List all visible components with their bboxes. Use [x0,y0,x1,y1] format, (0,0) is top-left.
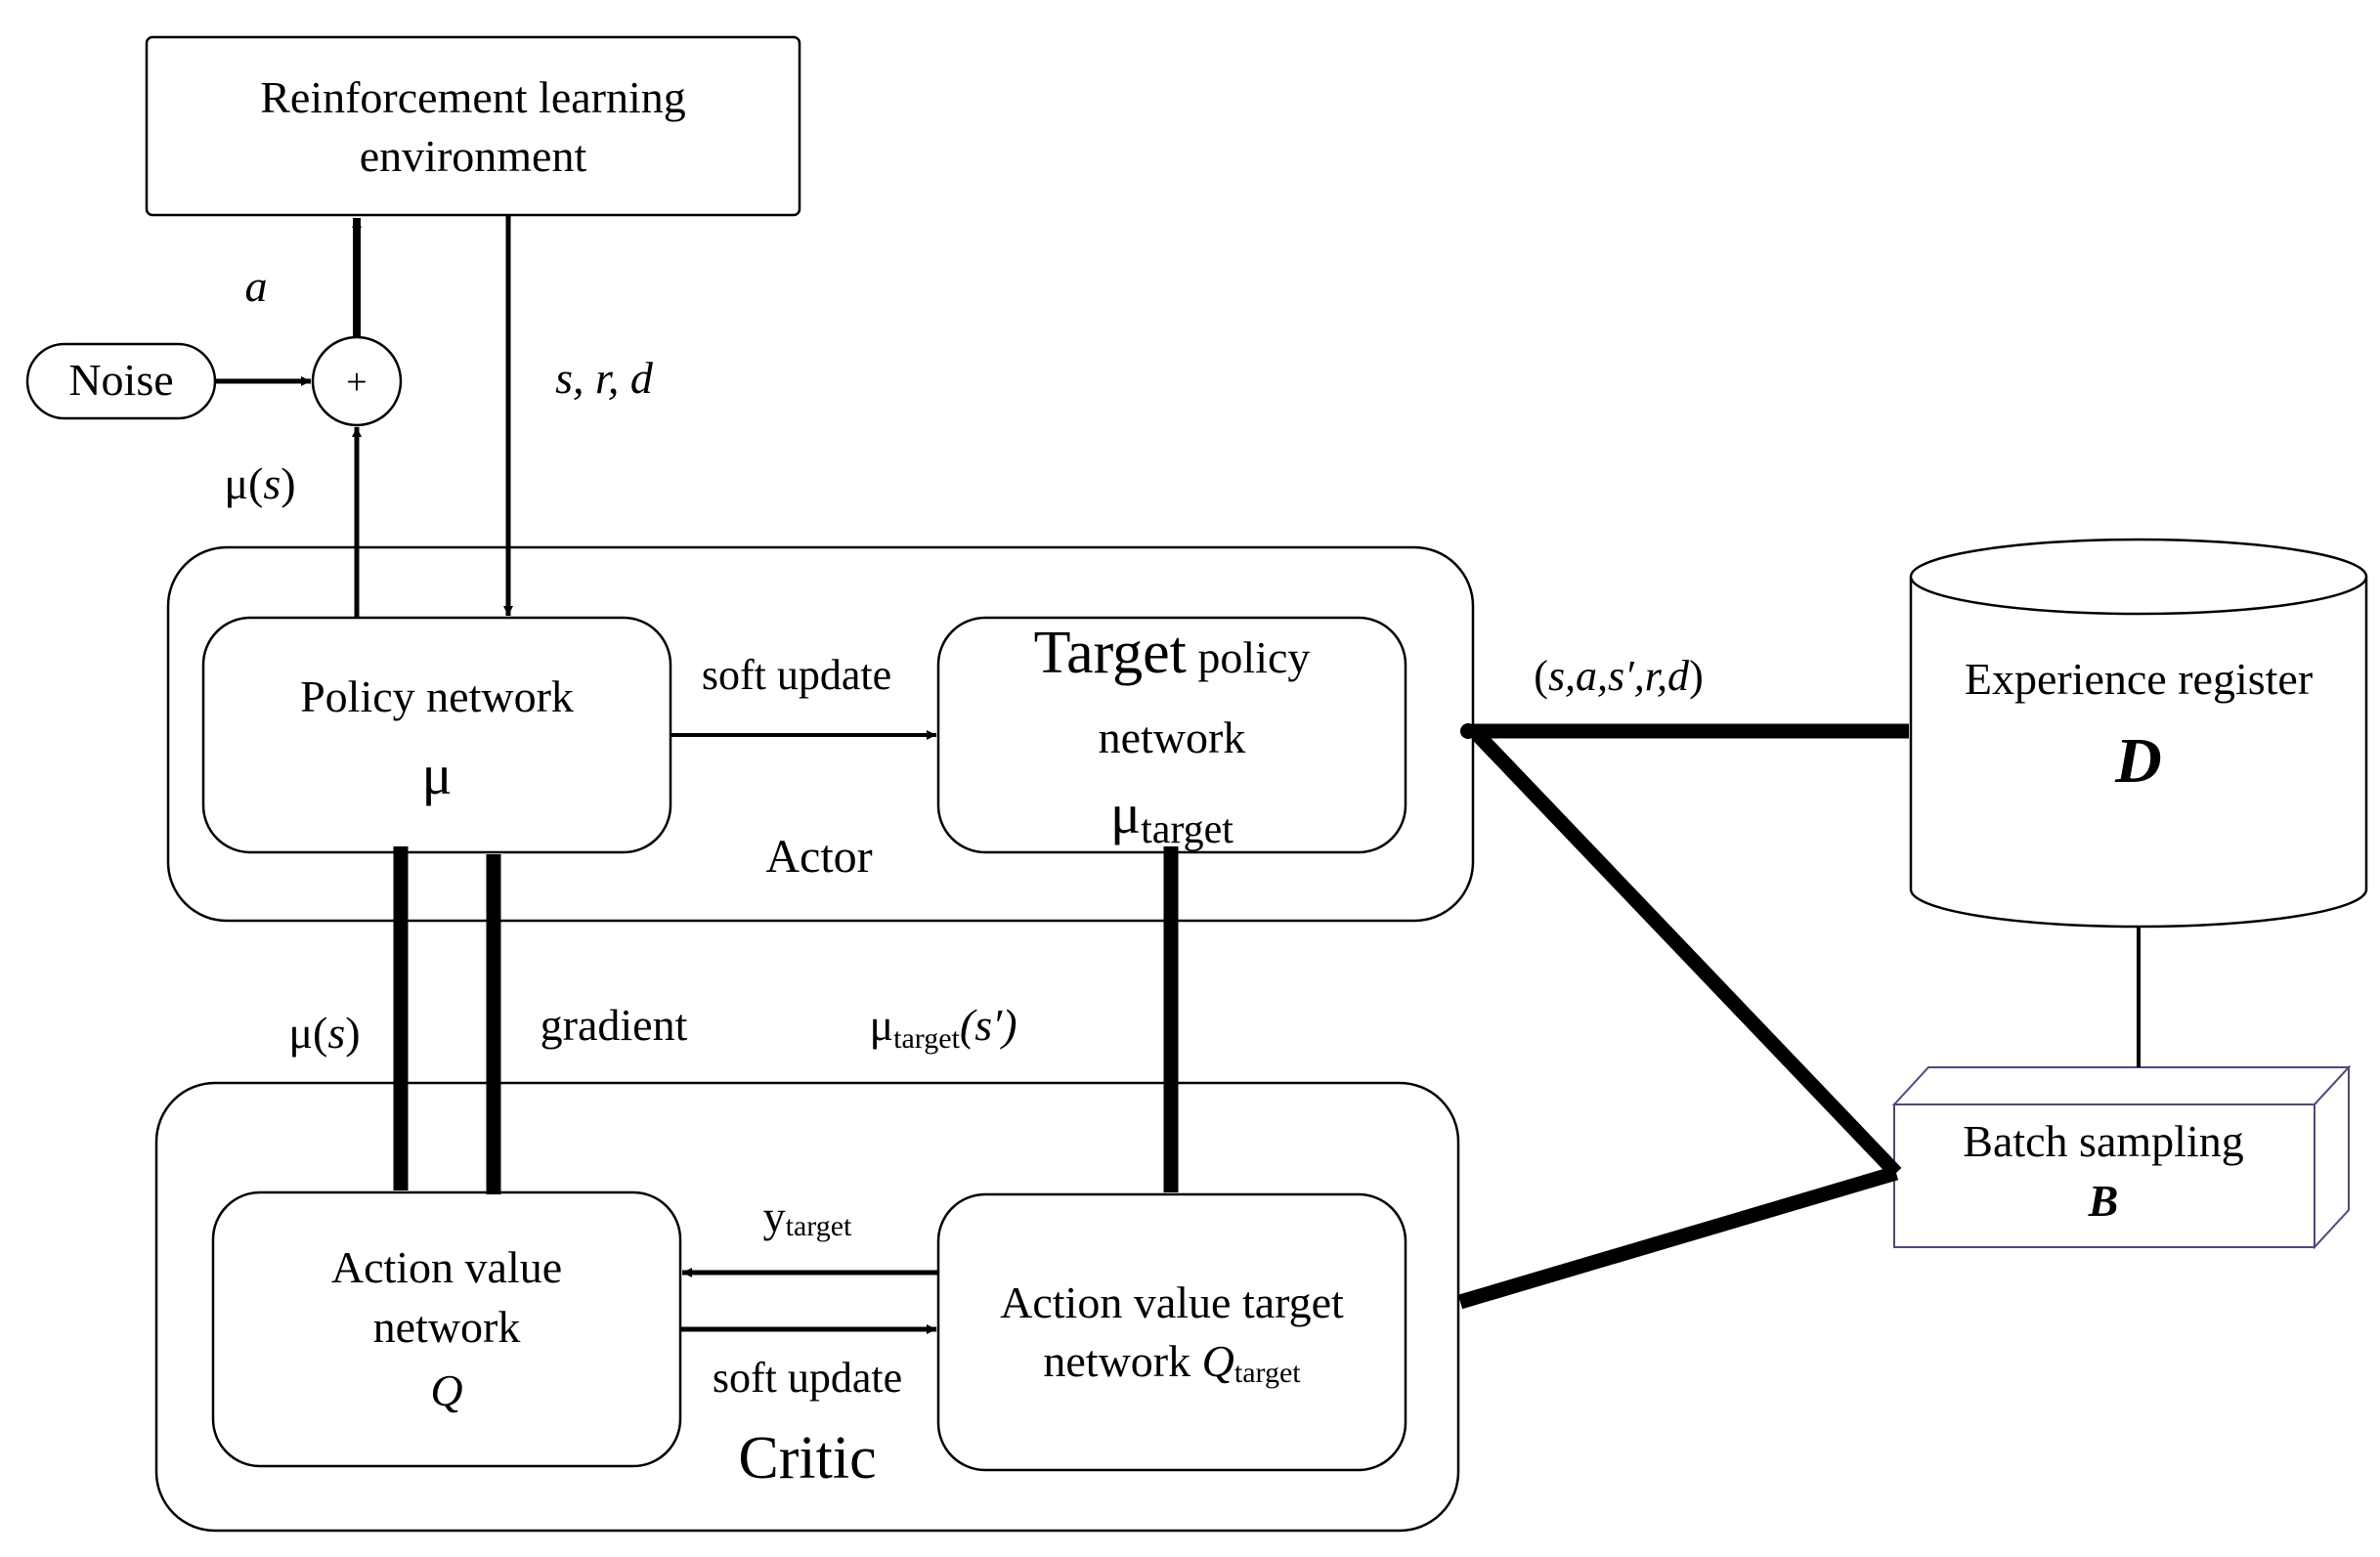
label-policy-output: μ(s) [224,458,295,508]
critic-group: Critic Action value network Q Action val… [154,1081,1460,1533]
batch-sampling-front-face [1893,1103,2315,1248]
batch-sampling-top-face [1891,1066,2352,1105]
policy-network-symbol: μ [421,743,452,806]
critic-label: Critic [738,1425,876,1492]
policy-word: policy [1187,632,1310,682]
environment-label-line1: Reinforcement learning [260,72,686,122]
action-value-target-network-label-line2: network Qtarget [1043,1336,1301,1389]
transition-vars: s,a,s′,r,d [1548,652,1690,700]
sum-node: + [311,335,403,427]
target-subscript: target [893,1022,960,1055]
y-target-subscript: target [786,1210,852,1242]
y-symbol: y [763,1191,786,1241]
label-critic-soft-update: soft update [713,1354,902,1402]
label-mu-target-s-prime: μtarget(s′) [869,1000,1017,1055]
noise-node: Noise [25,342,217,420]
action-value-network-symbol: Q [430,1365,462,1415]
s-symbol: s [327,1008,345,1058]
label-transition: (s,a,s′,r,d) [1534,652,1703,700]
noise-label: Noise [68,355,173,405]
actor-label: Actor [765,831,872,883]
paren-open: ( [1534,652,1548,700]
label-mu-s-to-critic: μ(s) [288,1008,360,1058]
mu-symbol: μ [224,458,248,508]
transition-junction-dot [1460,723,1476,739]
action-value-network-label-line1: Action value [331,1242,562,1292]
target-policy-network-label-line2: network [1099,713,1246,762]
q-target-subscript: target [1234,1357,1301,1389]
environment-label-line2: environment [360,131,587,181]
policy-network-label: Policy network [300,671,574,721]
action-value-target-network-label-line1: Action value target [1000,1277,1344,1327]
experience-register-top [1909,538,2368,616]
sum-symbol: + [346,362,367,403]
target-policy-network-symbol: μtarget [1110,782,1233,852]
batch-sampling-label: Batch sampling [1963,1116,2243,1166]
environment-node: Reinforcement learning environment [145,35,801,217]
q-symbol: Q [1202,1336,1234,1386]
critic-container [154,1081,1460,1533]
label-y-target: ytarget [763,1191,852,1242]
environment-box [145,35,801,217]
arrow-batch-to-actor [1472,729,1902,1179]
target-subscript: target [1141,807,1233,852]
label-gradient: gradient [541,1000,688,1050]
s-prime-arg: (s′) [960,1000,1017,1050]
batch-sampling-node: Batch sampling B [1891,1064,2352,1250]
action-value-network-label-line2: network [373,1302,521,1352]
s-symbol: s [263,458,281,508]
action-value-target-network-box [936,1192,1407,1472]
paren-close: ) [1689,652,1704,700]
mu-symbol: μ [1110,782,1141,845]
experience-register-label: Experience register [1965,654,2313,704]
target-policy-network-label-line1: Target policy [1034,620,1311,686]
label-action: a [245,261,268,311]
network-word: network [1043,1336,1201,1386]
arrow-batch-to-critic [1457,1165,1899,1310]
mu-symbol: μ [288,1008,313,1058]
batch-sampling-symbol: B [2088,1176,2119,1226]
target-word: Target [1034,620,1187,686]
mu-symbol: μ [869,1000,893,1050]
label-state-reward-done: s, r, d [555,353,654,403]
experience-register-symbol: D [2114,725,2162,797]
label-actor-soft-update: soft update [702,651,891,699]
experience-register-node: Experience register D [1909,538,2368,929]
policy-network-box [201,616,672,854]
